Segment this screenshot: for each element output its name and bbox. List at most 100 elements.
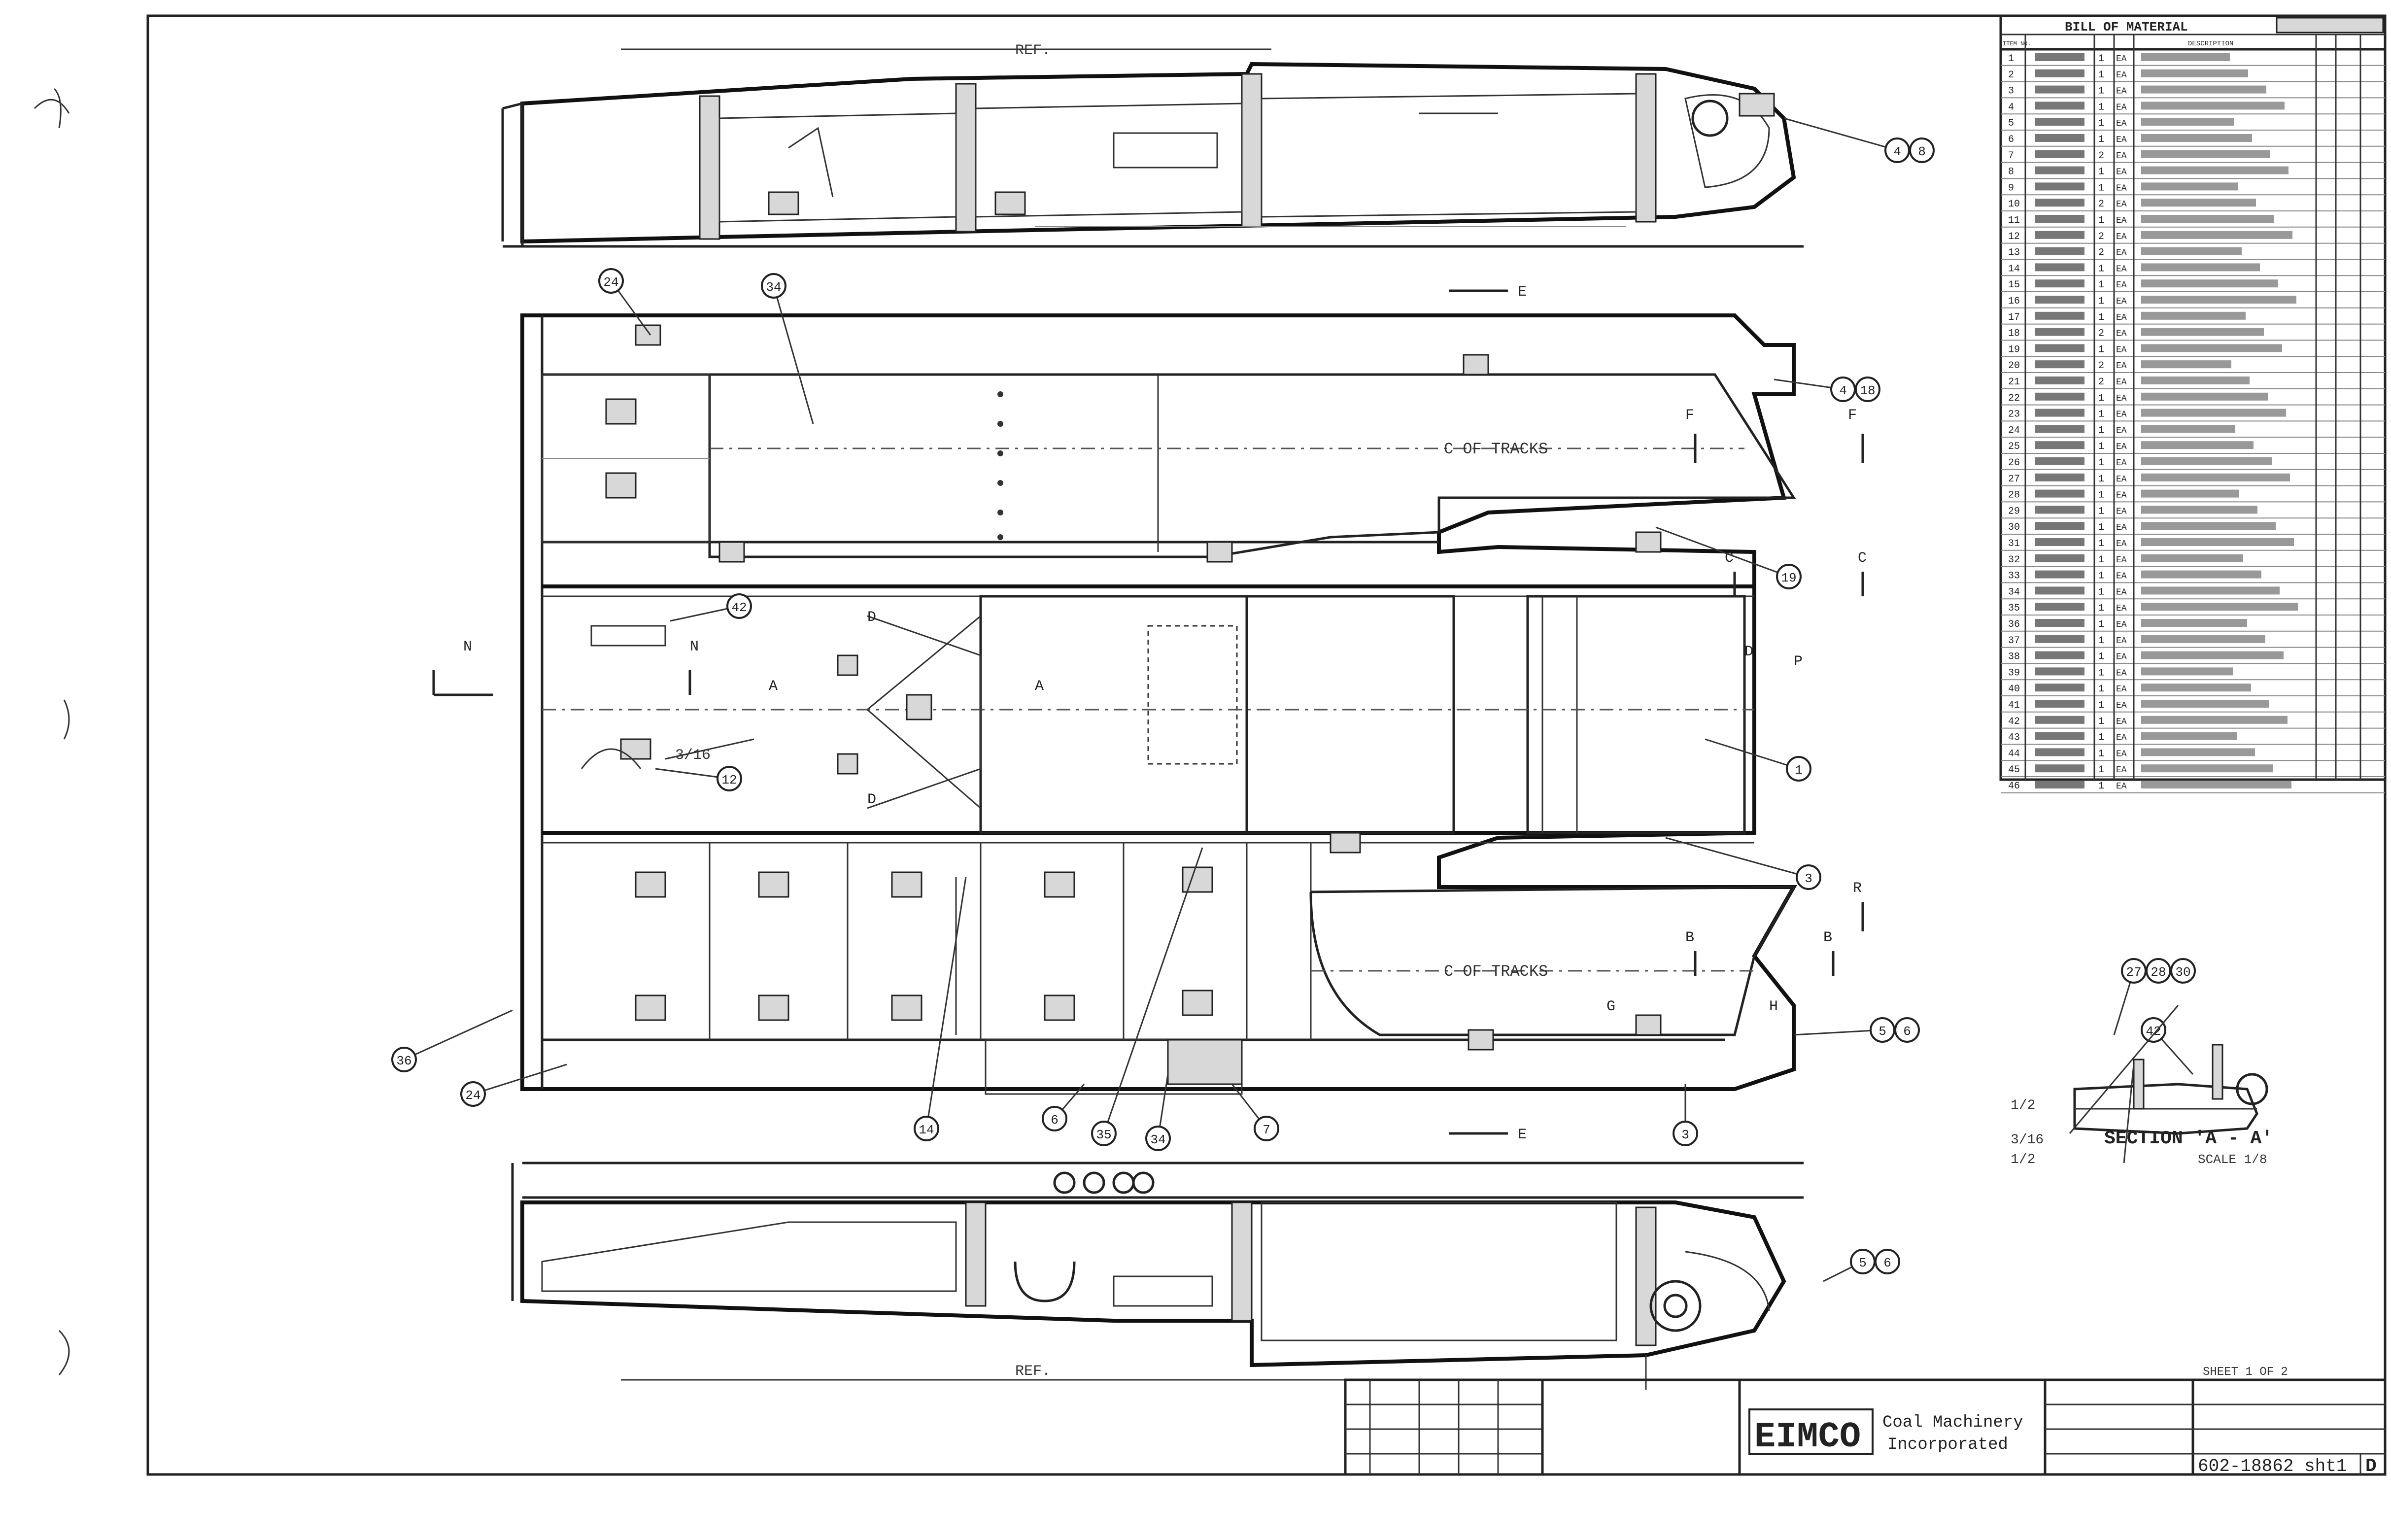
bom-part-number-illegible <box>2035 231 2084 239</box>
bom-qty: 1 <box>2098 409 2104 420</box>
bom-part-number-illegible <box>2035 69 2084 77</box>
item-balloon-number: 8 <box>1918 144 1926 159</box>
item-balloon <box>2141 1017 2166 1043</box>
item-balloon <box>1796 864 1821 890</box>
bom-item-number: 46 <box>2008 781 2020 792</box>
bom-item-number: 8 <box>2008 167 2014 178</box>
item-balloon <box>391 1047 417 1072</box>
bom-qty: 1 <box>2098 571 2104 582</box>
bom-part-number-illegible <box>2035 392 2084 401</box>
bom-part-number-illegible <box>2035 376 2084 384</box>
bom-description-illegible <box>2141 344 2282 352</box>
bom-description-illegible <box>2141 166 2289 174</box>
bom-unit: EA <box>2116 572 2127 582</box>
bom-description-illegible <box>2141 311 2246 320</box>
bom-unit: EA <box>2116 426 2127 436</box>
item-balloon-number: 14 <box>919 1123 934 1137</box>
bom-unit: EA <box>2116 782 2127 791</box>
bom-item-number: 19 <box>2008 344 2020 355</box>
bom-part-number-illegible <box>2035 425 2084 433</box>
bom-qty: 2 <box>2098 360 2104 372</box>
bom-qty: 1 <box>2098 53 2104 65</box>
bom-unit: EA <box>2116 701 2127 711</box>
bom-description-illegible <box>2141 651 2284 659</box>
bom-part-number-illegible <box>2035 570 2084 579</box>
bom-item-number: 4 <box>2008 102 2014 113</box>
bom-part-number-illegible <box>2035 619 2084 627</box>
bom-item-number: 43 <box>2008 732 2020 744</box>
bom-item-number: 5 <box>2008 118 2014 129</box>
bom-item-number: 41 <box>2008 700 2020 711</box>
bom-description-illegible <box>2141 134 2252 142</box>
item-balloon-number: 4 <box>1893 144 1901 159</box>
bom-part-number-illegible <box>2035 473 2084 481</box>
bom-qty: 1 <box>2098 554 2104 566</box>
bom-part-number-illegible <box>2035 748 2084 756</box>
item-balloon <box>1042 1106 1067 1131</box>
bom-qty: 1 <box>2098 69 2104 81</box>
bom-unit: EA <box>2116 394 2127 404</box>
bom-part-number-illegible <box>2035 522 2084 530</box>
bom-unit: EA <box>2116 458 2127 468</box>
bom-qty: 1 <box>2098 651 2104 663</box>
item-balloon <box>761 273 786 299</box>
sheet-label: SHEET 1 OF 2 <box>2203 1366 2288 1379</box>
item-balloon-number: 35 <box>1096 1128 1111 1142</box>
bom-description-illegible <box>2141 522 2276 530</box>
bom-qty: 1 <box>2098 603 2104 614</box>
bom-qty: 2 <box>2098 231 2104 242</box>
bom-description-illegible <box>2141 199 2256 207</box>
section-label-e-top: E <box>1518 284 1527 301</box>
bom-unit: EA <box>2116 442 2127 452</box>
bom-qty: 1 <box>2098 441 2104 452</box>
item-balloon <box>717 766 742 791</box>
section-a-a-detail: 1/2 3/16 1/2 SECTION 'A - A' SCALE 1/8 <box>2011 1005 2273 1167</box>
bom-qty: 1 <box>2098 667 2104 679</box>
section-dim-2: 3/16 <box>2011 1132 2044 1148</box>
bom-item-number: 28 <box>2008 490 2020 501</box>
bom-qty: 1 <box>2098 457 2104 469</box>
title-block: EIMCO Coal Machinery Incorporated SHEET … <box>1344 1366 2387 1477</box>
bom-qty: 1 <box>2098 279 2104 291</box>
bom-qty: 1 <box>2098 522 2104 533</box>
item-balloon-number: 34 <box>766 280 781 295</box>
bom-part-number-illegible <box>2035 166 2084 174</box>
section-label-e-bottom: E <box>1518 1127 1527 1143</box>
item-balloon-number: 36 <box>396 1054 411 1068</box>
punch-holes <box>34 88 70 1375</box>
section-label-c-left: C <box>1725 550 1734 567</box>
bom-unit: EA <box>2116 168 2127 177</box>
main-plan-view: C OF TRACKS C OF TRACKS <box>432 284 1867 1143</box>
bom-unit: EA <box>2116 103 2127 112</box>
bom-qty: 1 <box>2098 716 2104 727</box>
section-scale: SCALE 1/8 <box>2198 1152 2267 1167</box>
bom-item-number: 25 <box>2008 441 2020 452</box>
bom-unit: EA <box>2116 200 2127 209</box>
bottom-elevation-view: REF. <box>511 1162 1804 1390</box>
bom-unit: EA <box>2116 232 2127 242</box>
bom-unit: EA <box>2116 297 2127 307</box>
bom-part-number-illegible <box>2035 457 2084 465</box>
bom-description-illegible <box>2141 489 2239 498</box>
bom-item-number: 17 <box>2008 312 2020 323</box>
item-balloon-number: 6 <box>1051 1113 1059 1128</box>
bom-item-number: 27 <box>2008 474 2020 485</box>
bom-item-number: 6 <box>2008 134 2014 145</box>
bom-description-illegible <box>2141 586 2280 595</box>
bom-description-illegible <box>2141 667 2233 676</box>
item-balloon-number: 6 <box>1883 1256 1891 1270</box>
bom-item-number: 42 <box>2008 716 2020 727</box>
bom-item-number: 13 <box>2008 247 2020 259</box>
bom-item-number: 23 <box>2008 409 2020 420</box>
bom-description-illegible <box>2141 102 2285 110</box>
bom-header-description: DESCRIPTION <box>2188 40 2233 48</box>
bom-part-number-illegible <box>2035 506 2084 514</box>
bom-description-illegible <box>2141 392 2268 401</box>
bom-unit: EA <box>2116 652 2127 662</box>
bom-part-number-illegible <box>2035 85 2084 94</box>
item-balloon-number: 5 <box>1879 1024 1886 1039</box>
item-balloon-number: 27 <box>2126 965 2141 980</box>
eimco-logo: EIMCO <box>1754 1417 1861 1457</box>
bom-description-illegible <box>2141 748 2255 756</box>
